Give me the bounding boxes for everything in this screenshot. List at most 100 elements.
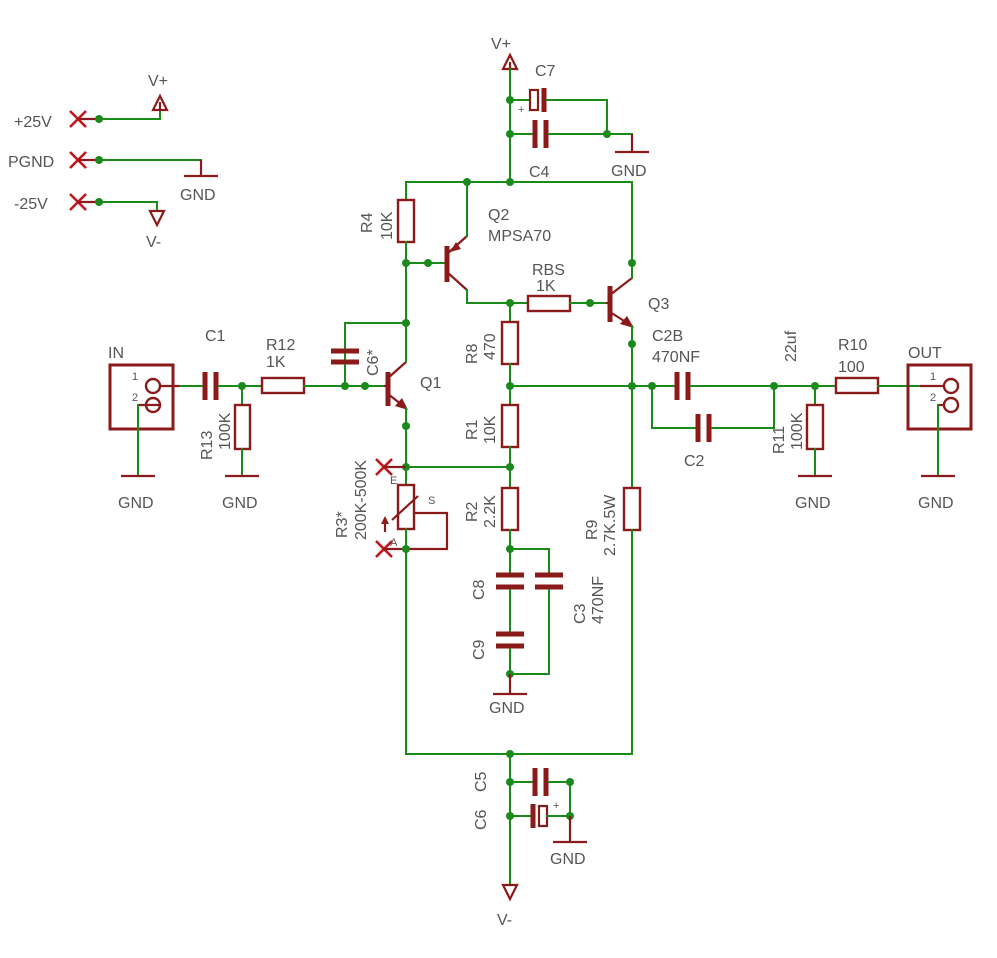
capacitor-c9: C9	[471, 631, 524, 660]
resistor-r11: GND R11 100K	[771, 385, 832, 512]
capacitor-c7: + C7	[509, 63, 556, 116]
in-pin1-label: 1	[132, 371, 138, 383]
in-pin2-label: 2	[132, 392, 138, 404]
c7-plus: +	[518, 104, 524, 116]
out-pin2-label: 2	[930, 392, 936, 404]
gnd-r13-label: GND	[222, 495, 258, 512]
r12-value: 1K	[266, 354, 286, 371]
capacitor-c6: + C6	[473, 800, 559, 830]
capacitor-c4: C4	[509, 120, 550, 181]
r12-label: R12	[266, 337, 295, 354]
r9-value: 2.7K.5W	[602, 494, 619, 556]
r3-label: R3*	[334, 511, 351, 538]
capacitor-c3: C3 470NF	[535, 572, 607, 624]
gnd-out-label: GND	[918, 495, 954, 512]
output-connector: OUT 1 2 GND	[906, 345, 973, 512]
capacitor-c2: C2	[684, 414, 712, 470]
r10-value: 100	[838, 359, 865, 376]
supply-arrow-icon	[501, 52, 519, 71]
r1-label: R1	[464, 419, 481, 440]
c8-label: C8	[471, 579, 488, 600]
no-connect-x-icon	[375, 458, 393, 558]
r10-label: R10	[838, 337, 867, 354]
label-pgnd: PGND	[8, 154, 54, 171]
gnd-top-label: GND	[611, 163, 647, 180]
q1-label: Q1	[420, 375, 441, 392]
capacitor-c5: C5	[473, 768, 549, 796]
r2-label: R2	[464, 501, 481, 522]
resistor-r10: R10 100	[834, 337, 880, 395]
r13-label: R13	[199, 431, 216, 460]
c2b-value: 470NF	[652, 349, 700, 366]
r4-value: 10K	[379, 211, 396, 240]
c2-label: C2	[684, 453, 705, 470]
pnp-transistor-icon: Q2 MPSA70	[444, 181, 551, 304]
r2-value: 2.2K	[482, 495, 499, 528]
input-connector: IN 1 2 GND	[108, 345, 180, 512]
c3-label: C3	[572, 603, 589, 624]
npn-transistor-icon: Q1	[384, 361, 441, 410]
in-connector-label: IN	[108, 345, 124, 362]
supply-arrow-icon	[151, 93, 169, 112]
c6-plus: +	[553, 800, 559, 812]
gnd-bottom-label: GND	[550, 851, 586, 868]
label-minus25: -25V	[14, 196, 48, 213]
trimmer-r3-star: E S A R3* 200K-500K	[334, 460, 449, 551]
q2-value: MPSA70	[488, 228, 551, 245]
npn-transistor-icon: Q3	[606, 277, 669, 328]
rbs-label: RBS	[532, 262, 565, 279]
capacitor-c2b: C2B 470NF 22uf	[652, 328, 800, 400]
gnd-c9-label: GND	[489, 700, 525, 717]
r13-value: 100K	[217, 412, 234, 450]
label-vminus-bottom: V-	[497, 912, 512, 929]
c2b-label: C2B	[652, 328, 683, 345]
c2b-value-22uf: 22uf	[783, 330, 800, 362]
label-vplus-top: V+	[491, 36, 511, 53]
r1-value: 10K	[482, 415, 499, 444]
power-input-block: +25V PGND -25V V+ GND V-	[8, 73, 218, 251]
c4-label: C4	[529, 164, 550, 181]
c6-label: C6	[473, 809, 490, 830]
supply-arrow-icon	[148, 209, 166, 228]
label-vplus-small: V+	[148, 73, 168, 90]
out-pin1-label: 1	[930, 371, 936, 383]
c9-label: C9	[471, 639, 488, 660]
resistor-r2: R2 2.2K	[464, 486, 520, 532]
gnd-r11-label: GND	[795, 495, 831, 512]
capacitor-c6-star: C6*	[331, 322, 407, 387]
label-vminus-small: V-	[146, 234, 161, 251]
r3-pin-e: E	[390, 475, 397, 487]
out-connector-label: OUT	[908, 345, 942, 362]
r8-value: 470	[482, 333, 499, 360]
resistor-r9: R9 2.7K.5W	[584, 486, 642, 556]
supply-arrow-icon	[501, 883, 519, 902]
ground-symbol-icon	[184, 160, 218, 178]
r3-value: 200K-500K	[353, 460, 370, 540]
gnd-in-label: GND	[118, 495, 154, 512]
q2-label: Q2	[488, 207, 509, 224]
q3-label: Q3	[648, 296, 669, 313]
r11-value: 100K	[789, 412, 806, 450]
c5-label: C5	[473, 771, 490, 792]
r3-pin-s: S	[428, 495, 435, 507]
c1-label: C1	[205, 328, 226, 345]
capacitor-c1: C1	[179, 328, 226, 400]
resistor-r4: R4 10K	[359, 198, 416, 244]
r9-label: R9	[584, 519, 601, 540]
c6star-label: C6*	[365, 349, 382, 376]
r4-label: R4	[359, 212, 376, 233]
label-gnd-pgnd: GND	[180, 187, 216, 204]
c3-value: 470NF	[590, 576, 607, 624]
c7-label: C7	[535, 63, 556, 80]
rbs-value: 1K	[536, 278, 556, 295]
resistor-r1: R1 10K	[464, 403, 520, 449]
label-plus25: +25V	[14, 114, 52, 131]
capacitor-c8: C8	[471, 572, 524, 600]
r8-label: R8	[464, 343, 481, 364]
resistor-r12: R12 1K	[260, 337, 306, 395]
resistor-rbs: RBS 1K	[526, 262, 572, 313]
r11-label: R11	[771, 426, 788, 454]
resistor-r8: R8 470	[464, 320, 520, 366]
resistor-r13: GND R13 100K	[199, 385, 259, 512]
